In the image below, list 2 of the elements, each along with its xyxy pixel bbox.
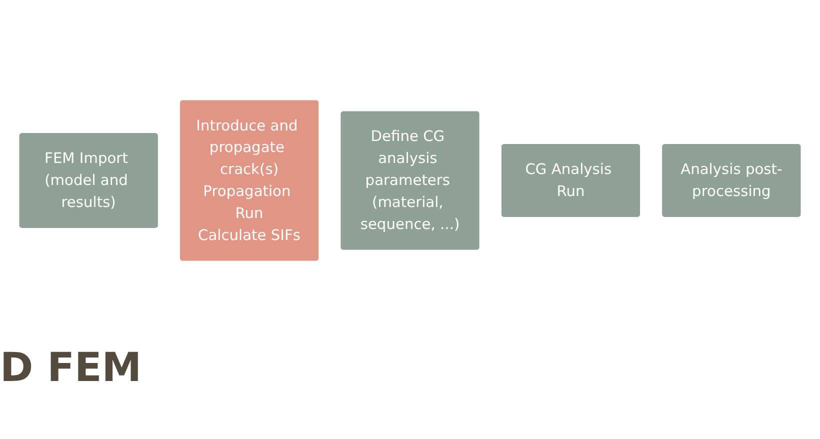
process-diagram: FEM Import (model and results) Introduce and propagate crack(s) Propagation Run Calculate SIFs Define CG analysis parameters (material, sequence, ...) CG Analysis Run Analysis post-processing xyxy=(10,90,810,270)
heading-text: D FEM xyxy=(0,345,142,391)
